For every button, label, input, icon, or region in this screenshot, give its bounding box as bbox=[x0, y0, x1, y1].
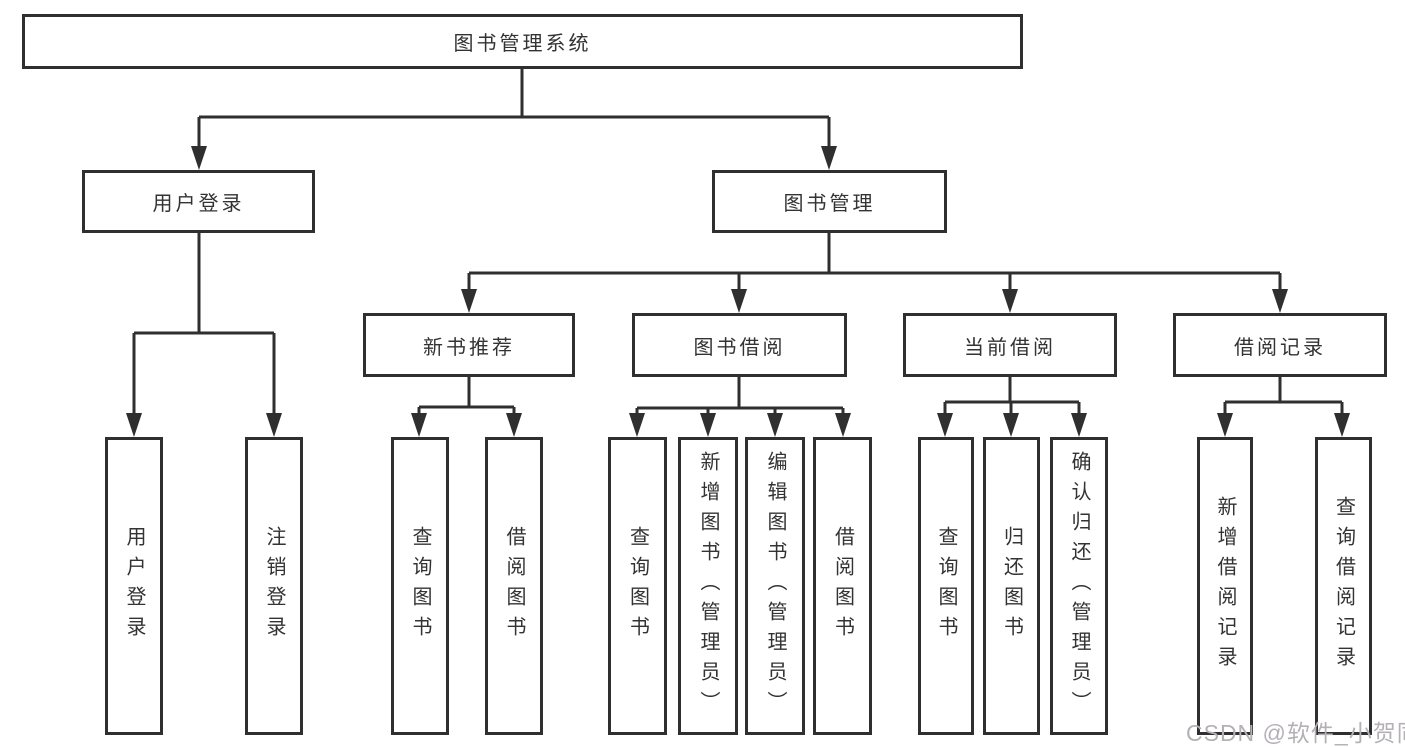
watermark: CSDN @软件_小贺同学 bbox=[1186, 720, 1405, 746]
leaf-add-borrow-record-label: 新增借阅记录 bbox=[1214, 496, 1236, 676]
leaf-query-book-3-label: 查询图书 bbox=[935, 526, 957, 646]
leaf-user-login: 用户登录 bbox=[105, 437, 163, 735]
leaf-return-book: 归还图书 bbox=[983, 437, 1040, 735]
leaf-add-borrow-record: 新增借阅记录 bbox=[1197, 437, 1253, 735]
node-book-management-label: 图书管理 bbox=[783, 193, 876, 215]
leaf-borrow-book-1-label: 借阅图书 bbox=[503, 526, 525, 646]
leaf-borrow-book-2: 借阅图书 bbox=[813, 437, 872, 735]
leaf-confirm-return-admin: 确认归还（管理员） bbox=[1050, 437, 1108, 735]
node-book-borrow-label: 图书借阅 bbox=[693, 336, 786, 359]
leaf-query-borrow-record-label: 查询借阅记录 bbox=[1332, 496, 1355, 676]
node-book-management: 图书管理 bbox=[712, 170, 947, 233]
leaf-confirm-return-admin-label: 确认归还（管理员） bbox=[1068, 451, 1090, 721]
leaf-query-book-1-label: 查询图书 bbox=[409, 526, 431, 646]
node-new-book-recommend: 新书推荐 bbox=[363, 313, 575, 377]
leaf-query-book-1: 查询图书 bbox=[391, 437, 449, 735]
leaf-user-login-label: 用户登录 bbox=[123, 526, 145, 646]
node-user-login: 用户登录 bbox=[82, 170, 315, 233]
leaf-query-book-2: 查询图书 bbox=[608, 437, 667, 735]
node-user-login-label: 用户登录 bbox=[152, 193, 245, 215]
leaf-edit-book-admin: 编辑图书（管理员） bbox=[745, 437, 805, 735]
leaf-query-book-3: 查询图书 bbox=[918, 437, 974, 735]
leaf-borrow-book-1: 借阅图书 bbox=[485, 437, 543, 735]
leaf-query-book-2-label: 查询图书 bbox=[626, 526, 649, 646]
leaf-logout: 注销登录 bbox=[245, 437, 303, 735]
node-borrow-records-label: 借阅记录 bbox=[1234, 336, 1326, 359]
node-book-borrow: 图书借阅 bbox=[632, 313, 847, 377]
leaf-add-book-admin-label: 新增图书（管理员） bbox=[697, 451, 719, 721]
node-current-borrow: 当前借阅 bbox=[903, 313, 1117, 377]
leaf-add-book-admin: 新增图书（管理员） bbox=[678, 437, 738, 735]
leaf-edit-book-admin-label: 编辑图书（管理员） bbox=[764, 451, 786, 721]
node-new-book-recommend-label: 新书推荐 bbox=[423, 336, 515, 359]
leaf-borrow-book-2-label: 借阅图书 bbox=[831, 526, 854, 646]
node-current-borrow-label: 当前借阅 bbox=[964, 336, 1056, 359]
node-root-label: 图书管理系统 bbox=[453, 33, 592, 55]
node-borrow-records: 借阅记录 bbox=[1173, 313, 1387, 377]
leaf-query-borrow-record: 查询借阅记录 bbox=[1315, 437, 1372, 735]
node-root: 图书管理系统 bbox=[22, 14, 1023, 69]
leaf-logout-label: 注销登录 bbox=[263, 526, 285, 646]
leaf-return-book-label: 归还图书 bbox=[1000, 526, 1023, 646]
